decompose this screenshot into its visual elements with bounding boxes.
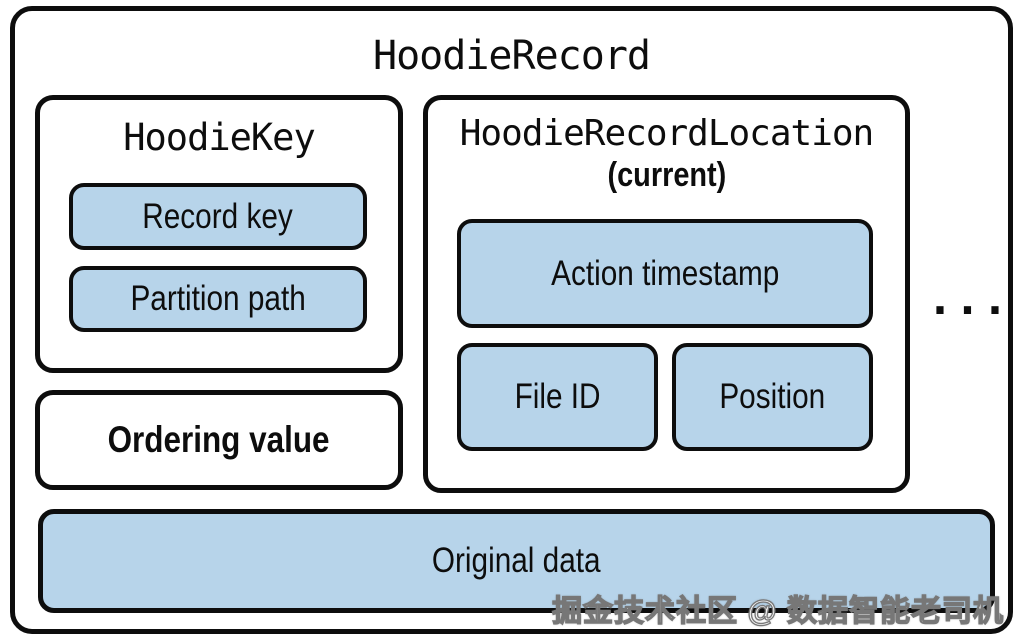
watermark-text: 掘金技术社区 @ 数据智能老司机 (551, 594, 1004, 628)
file-id-label: File ID (514, 377, 601, 416)
original-data-field: Original data (38, 509, 995, 613)
more-fields-ellipsis: ... (926, 273, 1010, 325)
original-data-label: Original data (432, 541, 601, 580)
position-field: Position (672, 343, 873, 451)
hoodie-key-box: HoodieKey Record key Partition path (35, 95, 403, 373)
hoodie-record-location-subtitle: (current) (607, 156, 726, 194)
hoodie-key-title: HoodieKey (123, 116, 315, 159)
action-timestamp-field: Action timestamp (457, 219, 873, 328)
hoodie-record-container: HoodieRecord HoodieKey Record key Partit… (10, 6, 1013, 634)
record-key-label: Record key (142, 196, 294, 236)
position-label: Position (719, 377, 826, 416)
action-timestamp-label: Action timestamp (550, 253, 780, 293)
record-key-field: Record key (69, 183, 367, 250)
hoodie-record-location-title: HoodieRecordLocation (459, 113, 874, 154)
ordering-value-label: Ordering value (108, 419, 330, 460)
partition-path-field: Partition path (69, 266, 367, 332)
file-id-field: File ID (457, 343, 658, 451)
hoodie-record-location-box: HoodieRecordLocation (current) Action ti… (423, 95, 910, 493)
partition-path-label: Partition path (130, 279, 306, 318)
hoodie-record-title: HoodieRecord (373, 33, 651, 79)
ordering-value-box: Ordering value (35, 390, 403, 490)
